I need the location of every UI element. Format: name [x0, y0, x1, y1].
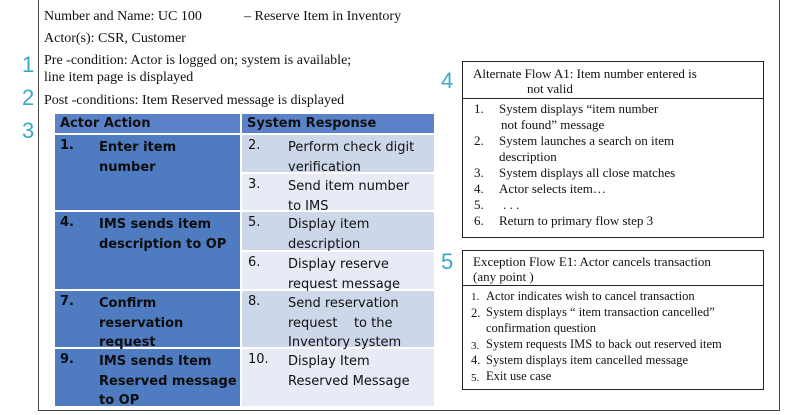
- exc-flow-item: Exit use case: [486, 369, 552, 383]
- exc-flow-num: 5.: [471, 372, 480, 384]
- system-row-2: 2. Perform check digit verification: [242, 135, 434, 175]
- use-case-number-name: Number and Name: UC 100: [44, 9, 202, 24]
- divider: [463, 285, 763, 286]
- alt-flow-num: 4.: [474, 181, 484, 196]
- alt-flow-num: 5.: [474, 197, 484, 212]
- exc-flow-item: Actor indicates wish to cancel transacti…: [486, 289, 695, 303]
- actor-step-text: Enter item: [99, 140, 177, 155]
- actor-step-text: reservation: [99, 315, 184, 331]
- document-frame: [38, 0, 780, 411]
- alt-flow-num: 1.: [474, 101, 484, 116]
- system-step-text: Display item: [288, 217, 370, 232]
- actor-step-number: 7.: [60, 294, 74, 309]
- alt-flow-num: 3.: [474, 165, 484, 180]
- marker-5: 5: [441, 249, 454, 274]
- exc-flow-num: 1.: [471, 291, 480, 303]
- system-step-text: verification: [288, 159, 361, 175]
- exc-flow-item: System requests IMS to back out reserved…: [486, 337, 722, 351]
- actor-step-text: IMS sends item: [99, 217, 212, 232]
- exc-flow-num: 3.: [471, 340, 480, 352]
- precondition-line-2: line item page is displayed: [44, 70, 194, 85]
- marker-1: 1: [22, 52, 35, 77]
- marker-2: 2: [22, 85, 35, 110]
- actor-step-text: Reserved message: [99, 373, 237, 389]
- actor-system-table: Actor Action System Response 1. Enter it…: [55, 114, 434, 408]
- alt-flow-num: 2.: [474, 133, 484, 148]
- actor-step-text: description to OP: [99, 236, 227, 252]
- system-step-text: Display reserve: [288, 257, 389, 272]
- exception-flow-box: Exception Flow E1: Actor cancels transac…: [462, 250, 764, 390]
- system-response-header: System Response: [242, 114, 434, 133]
- system-step-text: Send reservation: [288, 296, 399, 311]
- alt-flow-item: System displays all close matches: [499, 165, 676, 180]
- actor-step-text: IMS sends Item: [99, 354, 212, 369]
- alternate-flow-box: Alternate Flow A1: Item number entered i…: [462, 61, 764, 238]
- system-row-6: 6. Display reserve request message: [242, 252, 434, 292]
- marker-4: 4: [441, 68, 454, 93]
- system-step-number: 5.: [248, 215, 261, 230]
- system-step-number: 8.: [248, 294, 261, 309]
- system-row-3: 3. Send item number to IMS: [242, 174, 434, 214]
- exc-flow-item: System displays “ item transaction cance…: [486, 305, 715, 319]
- system-step-text: request message: [288, 276, 400, 292]
- actor-step-text: Confirm: [99, 296, 157, 311]
- system-step-number: 10.: [248, 352, 269, 367]
- actor-step-text: to OP: [99, 393, 140, 408]
- system-step-number: 3.: [248, 177, 261, 192]
- alt-flow-item: Actor selects item…: [499, 181, 606, 196]
- system-row-5: 5. Display item description: [242, 212, 434, 252]
- exception-flow-title-cont: (any point ): [473, 269, 534, 284]
- alt-flow-num: 6.: [474, 213, 484, 228]
- system-step-number: 2.: [248, 138, 261, 153]
- system-step-number: 6.: [248, 255, 261, 270]
- actor-row-1: 1. Enter item number: [55, 135, 240, 210]
- alt-flow-item: Return to primary flow step 3: [499, 213, 654, 228]
- actor-row-3: 7. Confirm reservation request: [55, 291, 240, 350]
- actor-action-header: Actor Action: [55, 114, 240, 133]
- exc-flow-item: confirmation question: [486, 321, 597, 335]
- alternate-flow-title: Alternate Flow A1: Item number entered i…: [473, 66, 697, 81]
- system-step-text: Perform check digit: [288, 140, 415, 155]
- actors-line: Actor(s): CSR, Customer: [44, 31, 186, 46]
- postcondition-line: Post -conditions: Item Reserved message …: [44, 93, 345, 108]
- marker-3: 3: [22, 118, 35, 143]
- actor-step-number: 1.: [60, 138, 74, 153]
- system-step-text: Display Item: [288, 354, 370, 369]
- use-case-title: – Reserve Item in Inventory: [244, 9, 402, 24]
- exc-flow-item: System displays item cancelled message: [486, 353, 689, 367]
- actor-step-text: number: [99, 159, 156, 175]
- alt-flow-item: System launches a search on item: [499, 133, 675, 148]
- exc-flow-num: 4.: [471, 353, 481, 367]
- system-step-text: Send item number: [288, 179, 410, 194]
- alt-flow-item: not found” message: [501, 117, 605, 132]
- actor-row-2: 4. IMS sends item description to OP: [55, 212, 240, 289]
- alternate-flow-title-cont: not valid: [527, 81, 573, 96]
- system-step-text: Reserved Message: [288, 373, 410, 389]
- actor-step-number: 9.: [60, 352, 74, 367]
- system-step-text: request to the: [288, 315, 393, 331]
- divider: [463, 98, 763, 99]
- alt-flow-item: description: [499, 149, 557, 164]
- alt-flow-item: System displays “item number: [499, 101, 659, 116]
- alt-flow-item: . . .: [503, 197, 520, 212]
- actor-step-text: request: [99, 335, 156, 350]
- system-step-text: Inventory system: [288, 335, 402, 350]
- system-step-text: description: [288, 236, 361, 252]
- exc-flow-num: 2.: [471, 306, 481, 320]
- system-step-text: to IMS: [288, 198, 329, 214]
- actor-step-number: 4.: [60, 215, 74, 230]
- precondition-line-1: Pre -condition: Actor is logged on; syst…: [44, 53, 352, 68]
- exception-flow-title: Exception Flow E1: Actor cancels transac…: [473, 254, 711, 269]
